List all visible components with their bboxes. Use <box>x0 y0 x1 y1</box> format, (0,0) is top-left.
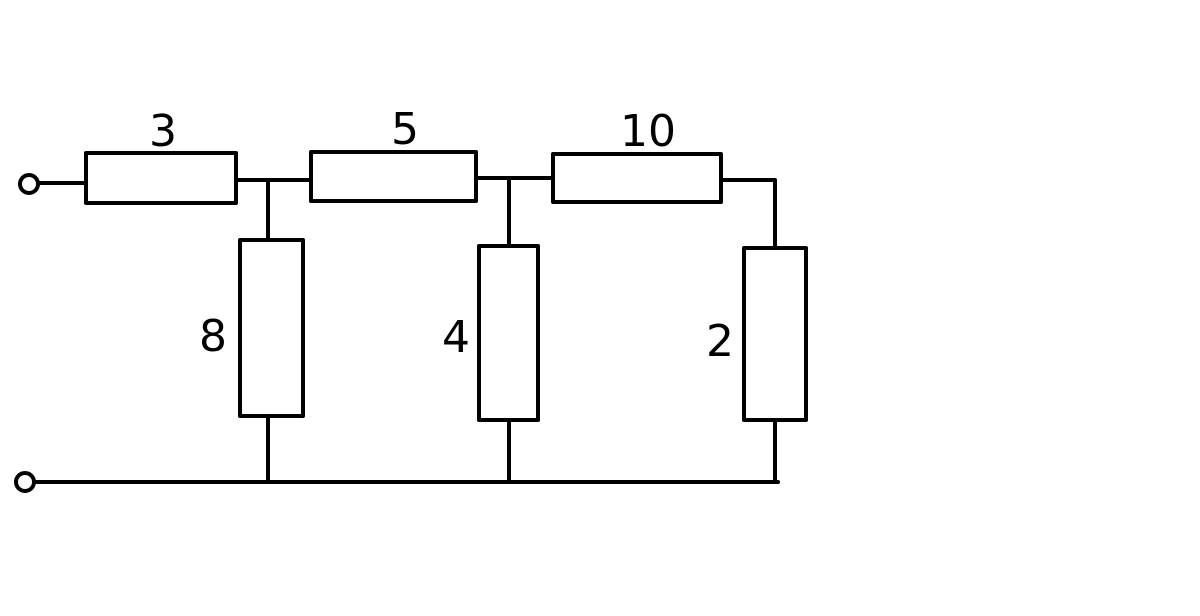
wire-r10-to-r2 <box>719 178 777 250</box>
resistor-8-label: 8 <box>199 311 227 362</box>
resistor-8 <box>238 238 305 418</box>
resistor-4 <box>477 244 540 422</box>
resistor-5 <box>309 150 478 203</box>
resistor-2-label: 2 <box>706 316 734 367</box>
resistor-3 <box>84 151 238 205</box>
resistor-5-label: 5 <box>391 104 419 155</box>
input-terminal-bottom <box>14 471 36 493</box>
resistor-10 <box>551 152 723 204</box>
resistor-10-label: 10 <box>620 106 676 157</box>
resistor-3-label: 3 <box>149 106 177 157</box>
resistor-2 <box>742 246 808 422</box>
resistor-4-label: 4 <box>442 312 470 363</box>
input-terminal-top <box>18 173 40 195</box>
